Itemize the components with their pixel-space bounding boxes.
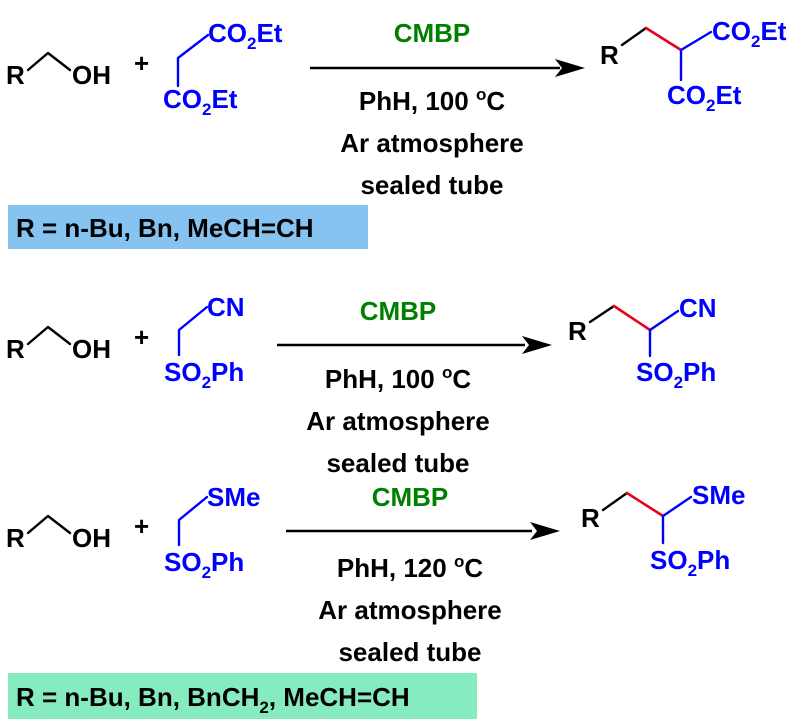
- r-label: R: [6, 334, 25, 364]
- product-1: R CO2Et CO2Et: [600, 16, 787, 115]
- scope-box-background: [8, 673, 477, 719]
- so2ph-label: SO2Ph: [164, 547, 244, 582]
- arrowhead: [522, 336, 552, 354]
- so2ph-label: SO2Ph: [164, 357, 244, 392]
- cyanomethyl-sulfone: CN SO2Ph: [164, 292, 245, 392]
- alcohol-bonds: [26, 514, 72, 535]
- r-label: R: [6, 60, 25, 90]
- product-3: R SMe SO2Ph: [581, 480, 745, 580]
- vessel-label: sealed tube: [360, 170, 503, 200]
- r-label: R: [568, 316, 587, 346]
- malonate-bonds: [176, 33, 210, 88]
- methylthiomethyl-sulfone: SMe SO2Ph: [164, 482, 260, 582]
- scope-box-2: R = n-Bu, Bn, BnCH2, MeCH=CH: [8, 673, 477, 719]
- so2ph-label: SO2Ph: [650, 545, 730, 580]
- scope-box-background: [8, 205, 368, 249]
- reagent-bonds: [661, 495, 693, 545]
- reagent-label: CMBP: [360, 296, 437, 326]
- conditions-label: PhH, 120 oC: [337, 552, 483, 583]
- co2et-top: CO2Et: [208, 18, 283, 53]
- scope-text: R = n-Bu, Bn, BnCH2, MeCH=CH: [16, 682, 410, 717]
- r-label: R: [600, 40, 619, 70]
- reagent-label: CMBP: [372, 482, 449, 512]
- reagent-bonds: [648, 309, 680, 358]
- ester-bonds: [679, 30, 713, 82]
- new-cc-bond: [625, 491, 665, 518]
- plus-sign: +: [134, 48, 149, 78]
- arrowhead: [530, 522, 560, 540]
- reagent-bonds: [177, 305, 209, 357]
- reagent-bonds: [177, 495, 209, 547]
- vessel-label: sealed tube: [326, 448, 469, 478]
- r-label: R: [581, 503, 600, 533]
- scope-box-1: R = n-Bu, Bn, MeCH=CH: [8, 205, 368, 249]
- atmosphere-label: Ar atmosphere: [306, 406, 490, 436]
- alcohol-2: R OH: [6, 325, 111, 364]
- product-2: R CN SO2Ph: [568, 293, 717, 392]
- co2et-bottom: CO2Et: [667, 80, 742, 115]
- atmosphere-label: Ar atmosphere: [318, 595, 502, 625]
- conditions-label: PhH, 100 oC: [359, 85, 505, 116]
- reagent-label: CMBP: [394, 18, 471, 48]
- bond: [620, 26, 648, 47]
- reaction-1: R OH + CO2Et CO2Et CMBP PhH, 100 oC Ar a…: [6, 16, 787, 249]
- atmosphere-label: Ar atmosphere: [340, 128, 524, 158]
- bond: [601, 491, 629, 512]
- scope-text: R = n-Bu, Bn, MeCH=CH: [16, 213, 314, 243]
- new-cc-bond: [644, 26, 683, 52]
- diethyl-malonate: CO2Et CO2Et: [163, 18, 283, 119]
- sme-label: SMe: [692, 480, 745, 510]
- plus-sign: +: [134, 511, 149, 541]
- oh-label: OH: [72, 334, 111, 364]
- vessel-label: sealed tube: [338, 637, 481, 667]
- alcohol-bonds: [26, 325, 72, 346]
- cn-label: CN: [207, 292, 245, 322]
- oh-label: OH: [72, 60, 111, 90]
- conditions-label: PhH, 100 oC: [325, 363, 471, 394]
- r-label: R: [6, 523, 25, 553]
- plus-sign: +: [134, 322, 149, 352]
- co2et-bottom: CO2Et: [163, 84, 238, 119]
- new-cc-bond: [612, 304, 652, 332]
- sme-label: SMe: [207, 482, 260, 512]
- alcohol-bonds: [26, 51, 72, 72]
- so2ph-label: SO2Ph: [636, 357, 716, 392]
- arrowhead: [555, 59, 585, 77]
- alcohol-3: R OH: [6, 514, 111, 553]
- oh-label: OH: [72, 523, 111, 553]
- reaction-3: R OH + SMe SO2Ph CMBP PhH, 120 oC Ar atm…: [6, 480, 745, 719]
- alcohol-1: R OH: [6, 51, 111, 90]
- reaction-2: R OH + CN SO2Ph CMBP PhH, 100 oC Ar atmo…: [6, 292, 717, 478]
- co2et-top: CO2Et: [712, 16, 787, 51]
- bond: [588, 304, 616, 324]
- cn-label: CN: [679, 293, 717, 323]
